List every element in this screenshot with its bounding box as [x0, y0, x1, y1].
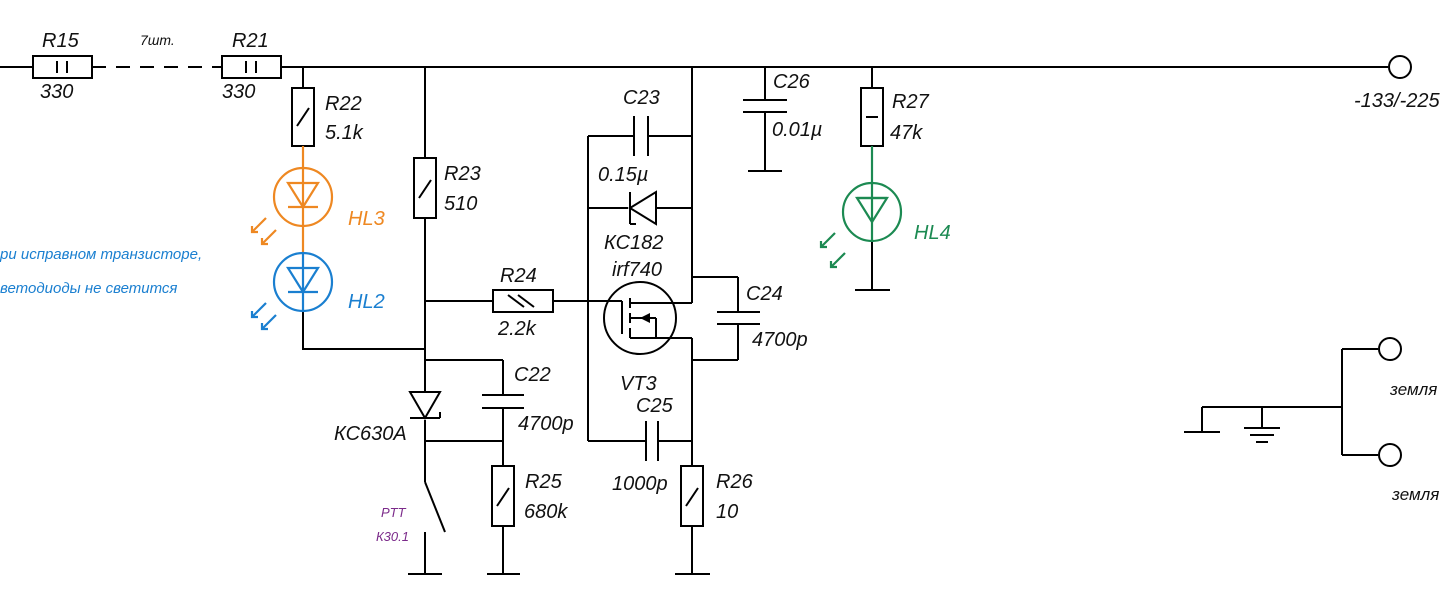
led-hl2 — [250, 251, 334, 331]
c24-name: C24 — [746, 283, 783, 305]
kc630a-label: КС630А — [334, 423, 407, 445]
ground-label-2: земля — [1391, 485, 1439, 504]
hl4-label: HL4 — [914, 222, 951, 244]
led-hl3 — [250, 146, 334, 253]
r24-value: 2.2k — [497, 318, 537, 340]
r15-value: 330 — [40, 81, 73, 103]
ptt-switch — [408, 481, 446, 575]
transistor-name: VT3 — [620, 373, 657, 395]
resistor-r15 — [32, 55, 93, 79]
r25-name: R25 — [525, 471, 563, 493]
r23-name: R23 — [444, 163, 481, 185]
branch-r23 — [424, 67, 608, 482]
r22-name: R22 — [325, 93, 362, 115]
led-hl4 — [819, 146, 903, 269]
top-rail — [0, 55, 1412, 79]
c26-value: 0.01µ — [772, 119, 822, 141]
ground-block — [1184, 337, 1402, 467]
capacitor-c25 — [645, 421, 659, 461]
r27-name: R27 — [892, 91, 930, 113]
mosfet-vt3 — [603, 281, 693, 355]
chain-count-note: 7шт. — [140, 32, 175, 48]
c22-name: C22 — [514, 364, 551, 386]
capacitor-c23 — [633, 116, 649, 156]
r25-value: 680k — [524, 501, 568, 523]
transistor-type: irf740 — [612, 259, 662, 281]
relay-label: К30.1 — [376, 529, 409, 544]
r22-value: 5.1k — [325, 122, 364, 144]
resistor-r21 — [221, 55, 282, 79]
r26-name: R26 — [716, 471, 754, 493]
resistor-r23 — [413, 157, 437, 219]
zener-kc182 — [628, 190, 657, 226]
r24-name: R24 — [500, 265, 537, 287]
transistor-block-wiring — [587, 67, 739, 466]
zener-kc630a — [408, 391, 442, 421]
resistor-r24 — [492, 289, 554, 313]
ptt-label: PTT — [381, 505, 407, 520]
c23-name: C23 — [623, 87, 660, 109]
hl2-label: HL2 — [348, 291, 385, 313]
note-line-1: ри исправном транзисторе, — [0, 246, 202, 263]
c25-value: 1000p — [612, 473, 668, 495]
c25-name: C25 — [636, 395, 674, 417]
capacitor-c26 — [743, 67, 787, 172]
r21-value: 330 — [222, 81, 255, 103]
capacitor-c24 — [717, 311, 760, 325]
r21-name: R21 — [232, 30, 269, 52]
kc182-label: КС182 — [604, 232, 663, 254]
c23-value: 0.15µ — [598, 164, 648, 186]
hl3-label: HL3 — [348, 208, 385, 230]
resistor-r26 — [675, 465, 710, 575]
resistor-r27 — [860, 67, 884, 147]
voltage-terminal — [1388, 55, 1412, 79]
c26-name: C26 — [773, 71, 811, 93]
r26-value: 10 — [716, 501, 738, 523]
c24-value: 4700p — [752, 329, 808, 351]
hl4-ground — [855, 242, 890, 291]
r15-name: R15 — [42, 30, 80, 52]
r27-value: 47k — [890, 122, 923, 144]
capacitor-c22 — [482, 394, 524, 409]
ground-label-1: земля — [1389, 380, 1437, 399]
resistor-r25 — [487, 465, 520, 575]
terminal-voltage-label: -133/-225 — [1354, 90, 1440, 112]
resistor-r22 — [291, 87, 315, 147]
c22-value: 4700p — [518, 413, 574, 435]
r23-value: 510 — [444, 193, 477, 215]
note-line-2: ветодиоды не светится — [0, 280, 177, 297]
